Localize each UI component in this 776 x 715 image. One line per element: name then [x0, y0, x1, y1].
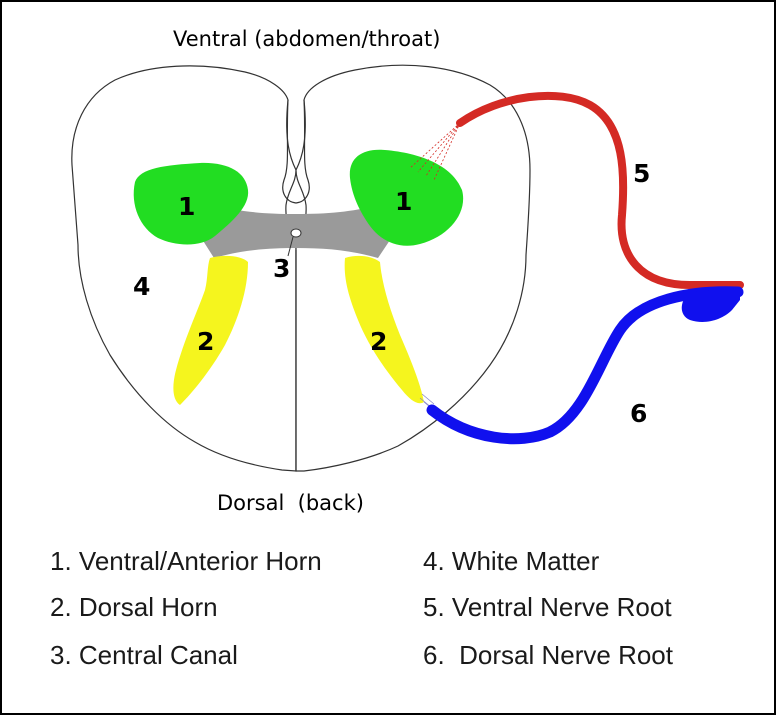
marker-ventral-root: 5 [633, 159, 650, 188]
dorsal-root-ganglion [682, 288, 740, 322]
marker-dorsal-root: 6 [630, 399, 647, 428]
legend-item-ventral-horn: 1. Ventral/Anterior Horn [50, 546, 322, 576]
marker-dorsal-horn-left: 2 [197, 327, 214, 356]
dorsal-orientation-label: Dorsal (back) [217, 491, 364, 515]
marker-white-matter: 4 [133, 272, 150, 301]
marker-central-canal: 3 [273, 254, 290, 283]
central-canal [291, 229, 301, 237]
legend-item-central-canal: 3. Central Canal [50, 640, 238, 670]
marker-ventral-horn-left: 1 [178, 192, 195, 221]
white-matter-left [72, 66, 296, 471]
legend-item-dorsal-nerve-root: 6. Dorsal Nerve Root [423, 640, 674, 670]
marker-ventral-horn-right: 1 [395, 187, 412, 216]
legend-item-dorsal-horn: 2. Dorsal Horn [50, 592, 218, 622]
legend-item-ventral-nerve-root: 5. Ventral Nerve Root [423, 592, 672, 622]
legend-item-white-matter: 4. White Matter [423, 546, 600, 576]
white-matter-right [296, 65, 530, 471]
ventral-orientation-label: Ventral (abdomen/throat) [173, 27, 440, 51]
marker-dorsal-horn-right: 2 [370, 327, 387, 356]
